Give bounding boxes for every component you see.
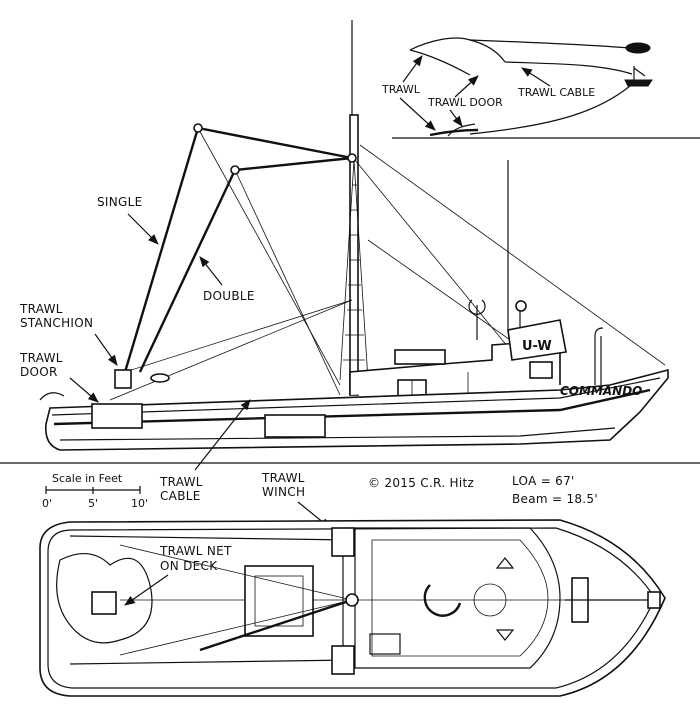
trawl-door-profile <box>91 403 143 429</box>
trawl-winch-label-1: TRAWL <box>261 471 305 485</box>
trawl-stanchion-label-1: TRAWL <box>19 302 63 316</box>
main-mast <box>349 114 359 396</box>
scale-title: Scale in Feet <box>52 472 123 485</box>
trawl-cable-label-2: CABLE <box>160 489 201 503</box>
plan-view: TRAWL NET ON DECK <box>39 519 666 697</box>
hull <box>44 368 669 451</box>
trawl-door-label-2: DOOR <box>20 365 58 379</box>
double-label: DOUBLE <box>203 289 255 303</box>
trawl-cable-label: TRAWL CABLE <box>517 86 595 99</box>
trawl-winch-port <box>331 527 355 557</box>
beam-spec: Beam = 18.5' <box>512 492 598 506</box>
trawl-cable-line <box>469 39 631 49</box>
scale-tick-5: 5' <box>88 497 98 510</box>
stack-mark: U-W <box>522 339 552 354</box>
trawl-door-label-1: TRAWL <box>19 351 63 365</box>
anchor-windlass-icon <box>423 584 462 617</box>
mast-step <box>345 593 359 607</box>
scale-tick-10: 10' <box>131 497 148 510</box>
scale-bar: Scale in Feet 0' 5' 10' <box>42 472 148 510</box>
trawler-side-icon <box>624 79 653 87</box>
plan-hull-outline <box>39 519 666 697</box>
plan-deckhouse <box>354 527 561 669</box>
trawl-stanchion-label-2: STANCHION <box>20 316 93 330</box>
copyright: © 2015 C.R. Hitz <box>368 476 474 490</box>
trawl-net-label-1: TRAWL NET <box>159 544 232 558</box>
scale-tick-0: 0' <box>42 497 52 510</box>
smokestack <box>507 319 567 361</box>
trawl-winch-label-2: WINCH <box>262 485 305 499</box>
trawl-cable-label-1: TRAWL <box>159 475 203 489</box>
trawler-topview-icon <box>625 42 651 54</box>
helm-wheel <box>473 583 507 617</box>
deck-hatch <box>264 414 326 438</box>
plan-boom <box>199 598 353 652</box>
trawl-stanchion <box>114 369 132 389</box>
trawl-diagram: TRAWL TRAWL DOOR TRAWL CABLE <box>381 37 700 139</box>
profile-view: U-W COMMANDO SINGLE DOUBLE TRAWL STANCHI… <box>0 20 700 529</box>
boat-name: COMMANDO <box>560 384 642 398</box>
trawl-door-label: TRAWL DOOR <box>427 96 503 109</box>
rub-rail <box>53 388 651 426</box>
loa-spec: LOA = 67' <box>512 474 575 488</box>
trawl-label: TRAWL <box>381 83 421 96</box>
single-label: SINGLE <box>97 195 143 209</box>
trawl-winch-starboard <box>331 645 355 675</box>
trawl-net-label-2: ON DECK <box>160 559 218 573</box>
double-boom <box>138 156 353 373</box>
single-boom <box>123 126 353 373</box>
trawl-net-plan <box>56 553 153 644</box>
trawl-net-outline <box>409 37 506 63</box>
forestay <box>359 144 666 366</box>
